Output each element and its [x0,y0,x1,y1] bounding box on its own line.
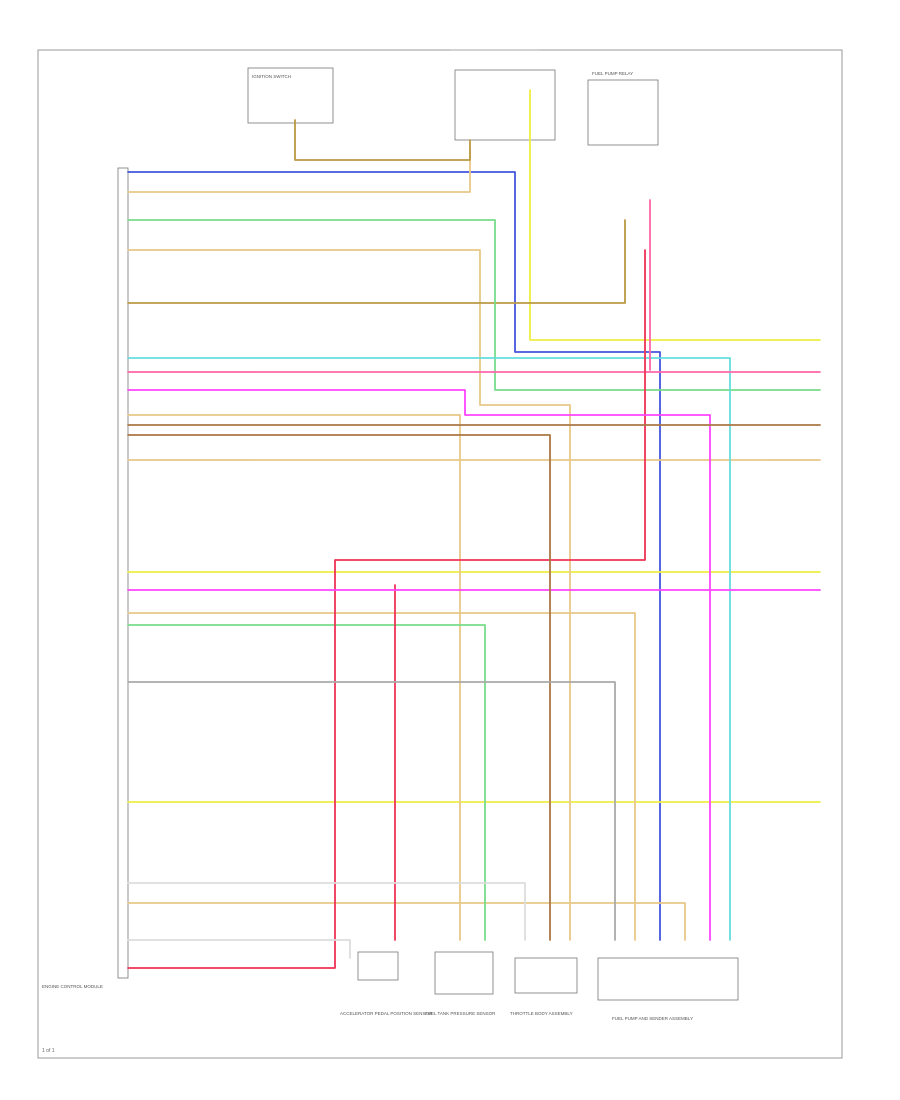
fuse-block-box [454,69,556,141]
page-number: 1 of 1 [42,1048,55,1054]
wire-tan-5 [127,612,636,941]
fuel-pump-module-caption: FUEL PUMP AND SENDER ASSEMBLY [612,1016,693,1021]
ecm-caption: ENGINE CONTROL MODULE [42,984,103,989]
throttle-body-caption: THROTTLE BODY ASSEMBLY [510,1011,573,1016]
wire-tan-6 [127,902,686,941]
wire-light-green-2 [127,624,486,941]
wire-blue [127,171,661,941]
wire-gray-2 [127,882,526,941]
fuel-tank-pressure-caption: FUEL TANK PRESSURE SENSOR [425,1011,496,1016]
wire-light-green [127,219,821,391]
wire-cyan [127,357,731,941]
throttle-body-box [514,957,578,994]
accelerator-pedal-box [357,951,399,981]
ignition-switch-box [247,67,334,124]
wire-gray [127,681,616,941]
accelerator-pedal-caption: ACCELERATOR PEDAL POSITION SENSOR [340,1011,433,1016]
wire-red [127,249,646,969]
fuel-pump-relay-box [587,79,659,146]
wire-olive [127,219,626,304]
ecm-connector-block [117,167,129,979]
wire-tan [127,149,471,193]
wire-olive-2 [294,119,471,161]
wire-tan-3 [127,414,461,941]
diagram-frame [37,49,843,1059]
fuel-tank-pressure-box [434,951,494,995]
wire-gray-3 [127,939,351,959]
wire-tan-2 [127,249,571,941]
wire-brown-2 [127,434,551,941]
wire-magenta [127,389,711,941]
wire-yellow [529,89,821,341]
ignition-switch-caption: IGNITION SWITCH [252,74,291,79]
fuel-pump-relay-caption: FUEL PUMP RELAY [592,71,633,76]
fuel-pump-module-box [597,957,739,1001]
